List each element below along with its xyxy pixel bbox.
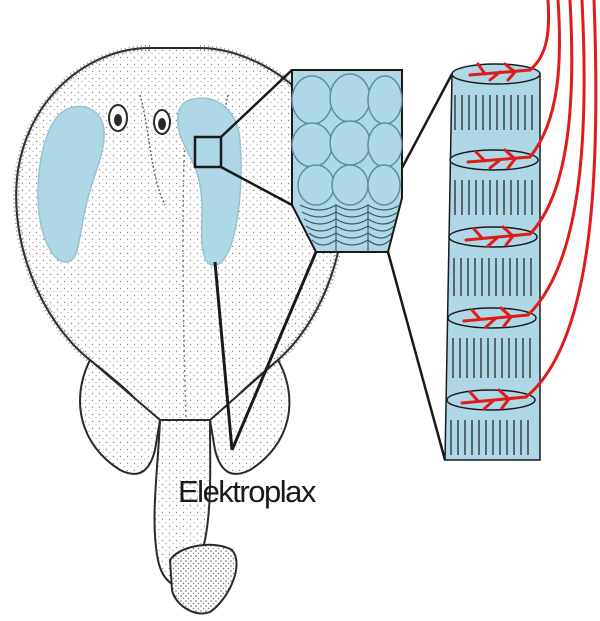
electroplax-label: Elektroplax [178, 474, 317, 509]
ray-tail-fin [170, 545, 237, 614]
ray-eye-right [154, 110, 170, 134]
electroplax-cells [292, 74, 402, 205]
ray-eye-left [109, 105, 127, 131]
nerve-1 [530, 0, 549, 70]
